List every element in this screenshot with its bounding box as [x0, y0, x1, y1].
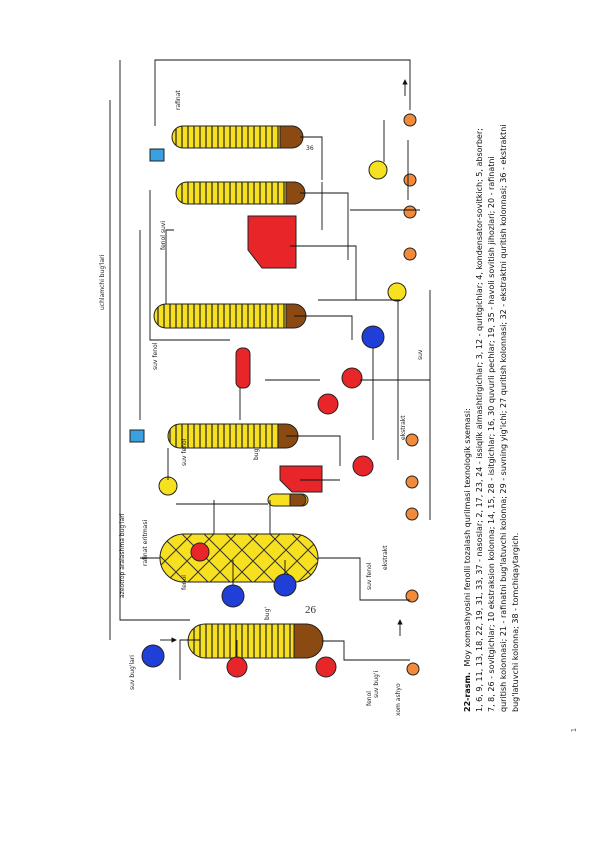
- cooler-35: [361, 325, 385, 349]
- separator-29: [247, 215, 297, 269]
- label-azeotrop: azeotrop aralashma bug'lari: [119, 513, 126, 598]
- label-rafinat-r: rafinat: [175, 90, 182, 110]
- column-36: 36: [171, 125, 314, 152]
- exchanger-3: [315, 656, 337, 678]
- cooler-8: [221, 584, 245, 608]
- label-bug-2: bug': [253, 447, 260, 460]
- exchanger-2: [226, 656, 248, 678]
- exchanger-24: [341, 367, 363, 389]
- absorber-5: [187, 623, 324, 659]
- caption: 22-rasm. Moy xomashyosini fenolli tozala…: [463, 125, 520, 712]
- label-rafinat: rafinat eritmasi: [142, 520, 149, 566]
- label-suv-bugi: suv bug'i: [373, 671, 380, 698]
- label-fenol-2: fenol: [181, 575, 188, 590]
- label-suv-buglari: suv bug'lari: [129, 655, 136, 690]
- caption-line-1: 1, 6, 9, 11, 13, 18, 22, 19, 31, 33, 37 …: [475, 128, 484, 712]
- label-ekstrakt-r: ekstrakt: [400, 415, 407, 440]
- heater-34: [368, 160, 388, 180]
- column-20: [267, 493, 309, 507]
- piping: [109, 59, 431, 680]
- label-uchlamchi: uchlamchi bug'lari: [99, 254, 106, 310]
- label-suv: suv: [417, 349, 424, 360]
- label-ekstrakt: ekstrakt: [382, 545, 389, 570]
- exchanger-23: [317, 393, 339, 415]
- extraction-column-10: [159, 533, 319, 583]
- drum-18: [129, 429, 145, 443]
- pumps: [403, 113, 420, 676]
- cooler-7: [141, 644, 165, 668]
- heater-38: [387, 282, 407, 302]
- caption-line-2: 7, 8, 26 - sovitgichlar; 10 ekstraksion …: [487, 156, 496, 712]
- label-fenol-surilmasi: fenol suvi: [160, 221, 167, 250]
- caption-title: Moy xomashyosini fenolli tozalash qurilm…: [463, 408, 472, 666]
- label-xom-ashyo: xom ashyo: [395, 683, 402, 716]
- drum-13: [149, 148, 165, 162]
- arrows: [160, 79, 408, 643]
- exchanger-17: [352, 455, 374, 477]
- caption-line-4: bug'latuvchi kolonna; 38 - tomchiqaytarg…: [511, 533, 520, 712]
- column-27: [153, 303, 307, 329]
- cooler-26: [273, 573, 297, 597]
- separator-16: [279, 465, 323, 493]
- svg-text:22-rasm. Moy xomashyosin: 22-rasm. Moy xomashyosini fenolli tozala…: [463, 408, 472, 712]
- exchanger-12: [190, 542, 210, 562]
- label-suv-fenol-2: suv fenol: [181, 438, 188, 466]
- page-number: 26: [305, 604, 316, 616]
- label-fenol: fenol: [366, 691, 373, 706]
- caption-line-3: quritish kolonnasi; 21 - rafinatni bug'l…: [499, 125, 508, 712]
- stream-labels: xom ashyo fenol suv bug'i azeotrop arala…: [99, 90, 424, 716]
- eq-num-36: 36: [306, 145, 314, 152]
- corner-mark: 1: [570, 727, 579, 733]
- caption-label: 22-rasm.: [463, 672, 472, 712]
- label-bug: bug': [264, 607, 271, 620]
- vessel-28: [235, 347, 251, 389]
- label-suv-fenol: suv fenol: [366, 562, 373, 590]
- column-32: [175, 181, 306, 205]
- label-suv-fenol-3: suv fenol: [152, 342, 159, 370]
